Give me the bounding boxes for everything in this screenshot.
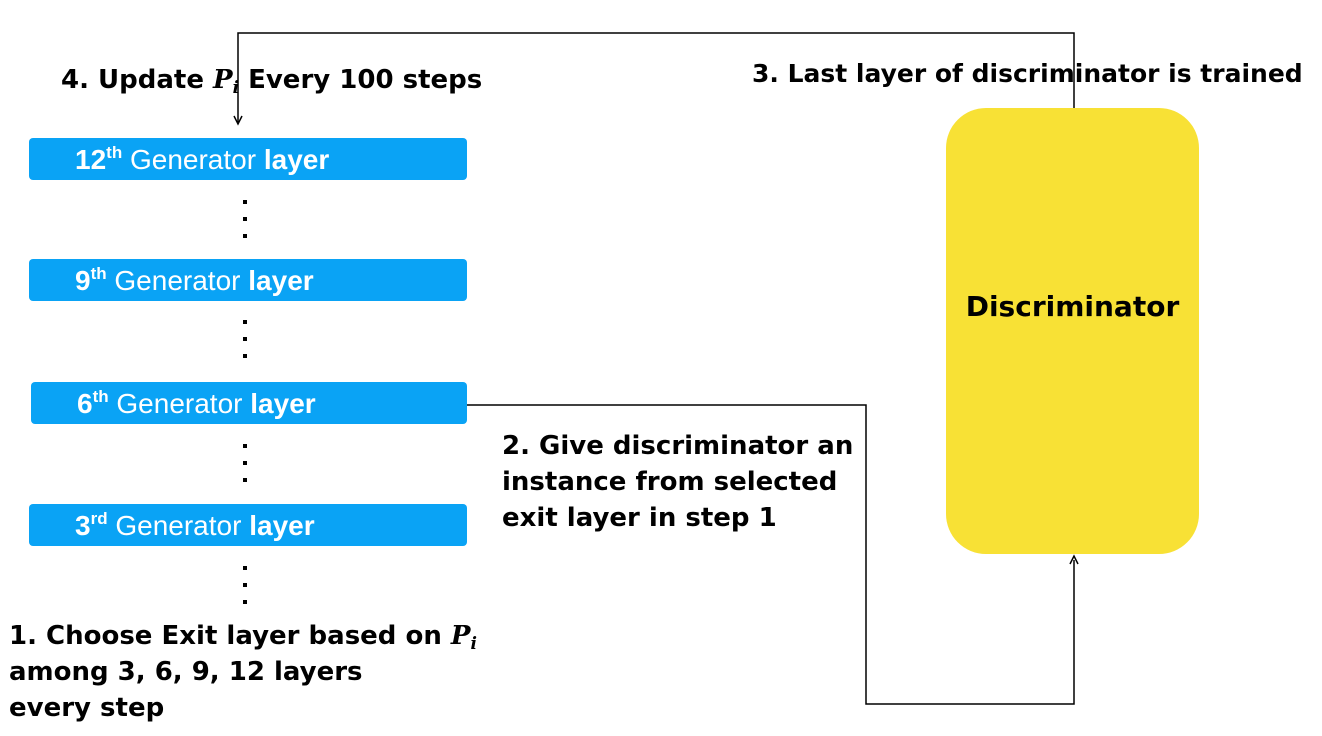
instance-arrow — [467, 404, 1075, 705]
step4-label: 4. Update Pi Every 100 steps — [61, 65, 483, 98]
step1-label: 1. Choose Exit layer based on Pi among 3… — [9, 621, 477, 723]
ellipsis-dots — [243, 444, 247, 482]
generator-layer-12: 12th Generator layer — [29, 138, 467, 180]
discriminator-label: Discriminator — [965, 289, 1180, 323]
ellipsis-dots — [243, 320, 247, 358]
discriminator-block: Discriminator — [946, 108, 1199, 554]
generator-layer-3: 3rd Generator layer — [29, 504, 467, 546]
step2-label: 2. Give discriminator an instance from s… — [502, 431, 854, 533]
ellipsis-dots — [243, 566, 247, 604]
step3-label: 3. Last layer of discriminator is traine… — [752, 59, 1303, 88]
update-feedback-arrow — [237, 32, 1075, 122]
generator-layer-9: 9th Generator layer — [29, 259, 467, 301]
ellipsis-dots — [243, 200, 247, 238]
generator-layer-6: 6th Generator layer — [31, 382, 467, 424]
